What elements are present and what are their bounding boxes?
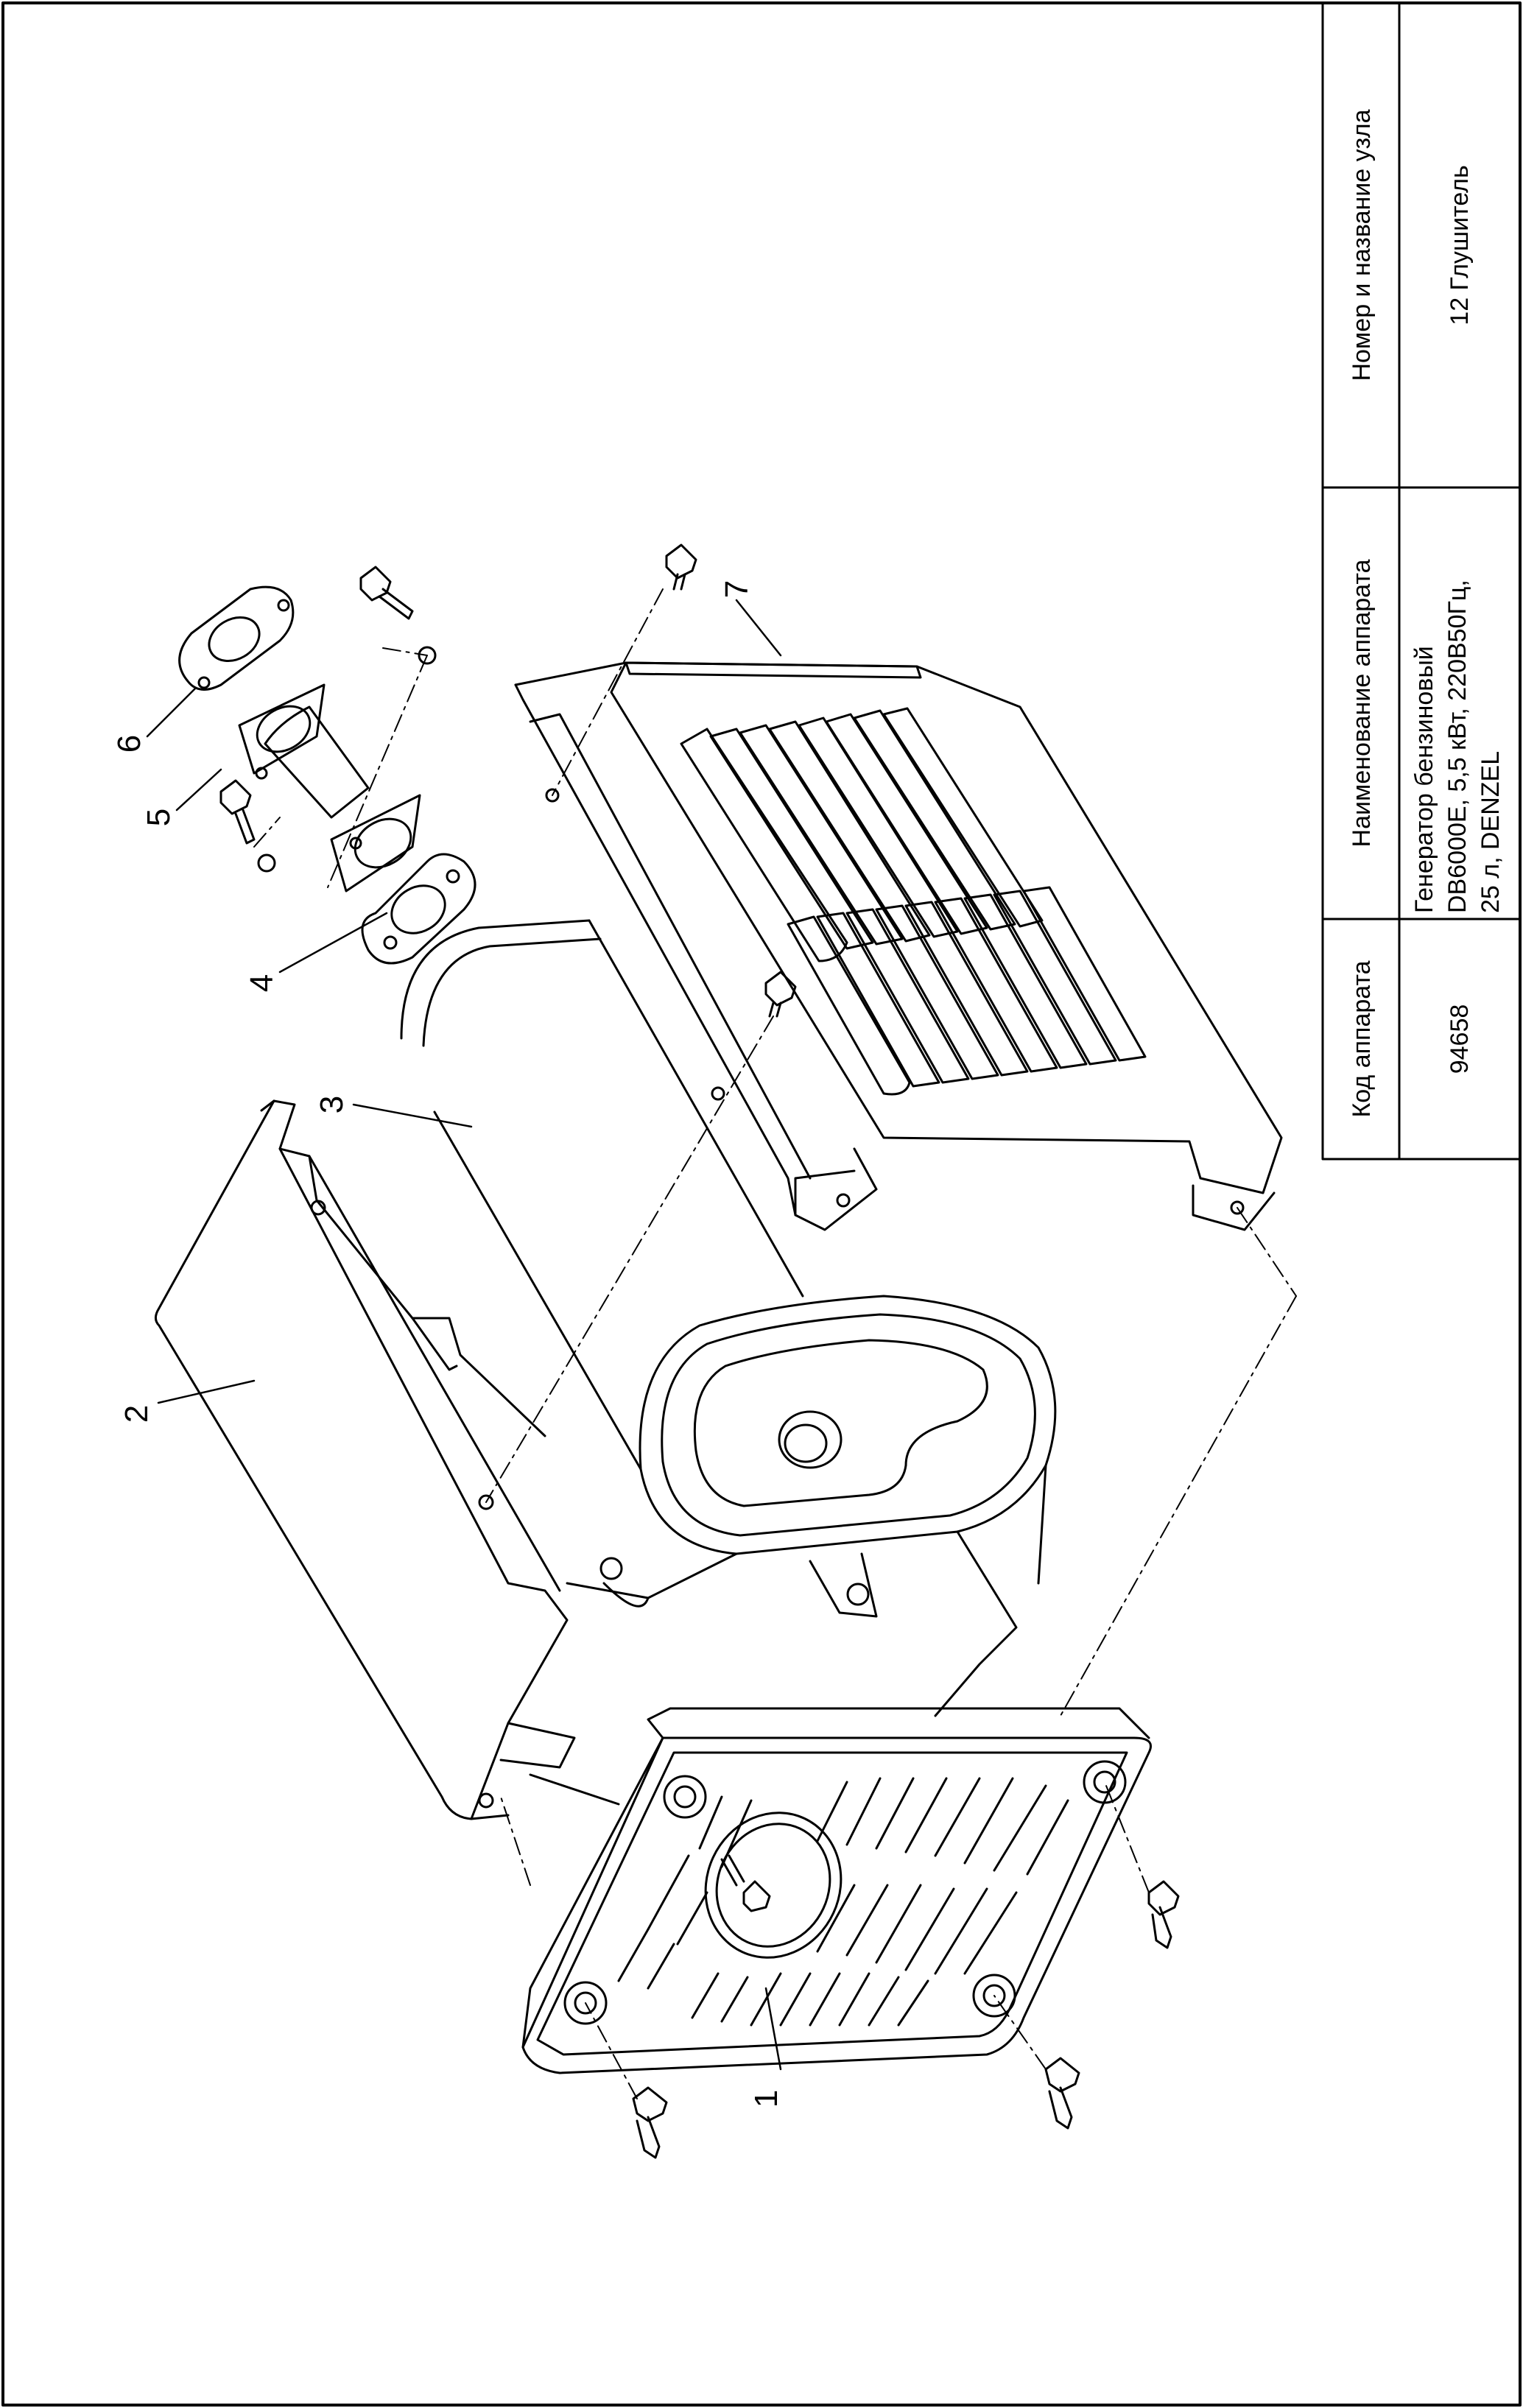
title-block-frame (1321, 1, 1522, 1161)
exploded-view-drawing (146, 543, 1297, 2159)
end-plate-slots (617, 1777, 1069, 2027)
bolt-top-cover (665, 543, 697, 591)
callout-5: 5 (141, 809, 177, 826)
header-code: Код аппарата (1348, 960, 1376, 1117)
header-device-name: Наименование аппарата (1348, 559, 1376, 847)
bolt-mid-flange (219, 779, 276, 873)
callout-labels: 1 2 3 4 5 6 7 (111, 580, 784, 2108)
bolt-top-flange (359, 566, 437, 665)
bolt-mid-cover (764, 971, 797, 1018)
bolt-plate-bottom-left (632, 2086, 668, 2159)
callout-2: 2 (119, 1405, 155, 1423)
value-assembly: 12 Глушитель (1446, 165, 1474, 325)
part-6-gasket (178, 585, 295, 691)
bolt-plate-bottom-right (1044, 2057, 1080, 2130)
callout-3: 3 (314, 1096, 350, 1113)
header-assembly: Номер и название узла (1348, 109, 1376, 381)
part-3-muffler-body (400, 919, 1057, 1717)
part-2-lower-cover (154, 1099, 620, 1820)
part-1-end-plate (521, 1707, 1152, 2074)
bolt-plate-center (720, 1854, 771, 1912)
bolt-plate-right (1147, 1880, 1180, 1949)
callout-1: 1 (748, 2090, 784, 2108)
value-device-name-line-1: Генератор бензиновый (1410, 646, 1438, 913)
part-7-upper-cover (514, 661, 1283, 1231)
part-5-flange-pipe (238, 683, 421, 893)
title-block: Номер и название узла Наименование аппар… (1321, 1, 1522, 1161)
callout-7: 7 (719, 580, 755, 598)
leader-lines (146, 599, 782, 2071)
callout-6: 6 (111, 735, 147, 753)
fasteners (219, 543, 1180, 2159)
value-code: 94658 (1446, 1004, 1474, 1074)
assembly-centerlines (253, 588, 1297, 2099)
end-plate-bolt-sockets (563, 1760, 1127, 2025)
louvre-group-a (680, 707, 1044, 962)
value-device-name-line-3: 25 л, DENZEL (1477, 751, 1505, 913)
value-device-name-line-2: DB6000E, 5,5 кВт, 220В50Гц, (1443, 580, 1471, 913)
louvre-group-b (787, 886, 1147, 1096)
callout-4: 4 (244, 974, 280, 992)
part-4-gasket (361, 853, 476, 965)
